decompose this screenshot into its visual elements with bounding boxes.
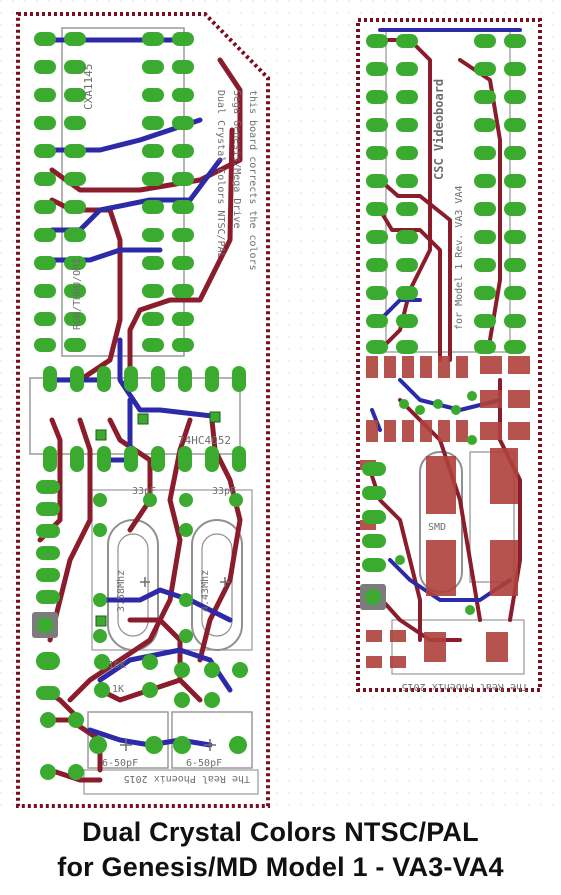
ic-mid-label: 74HC4052	[178, 434, 231, 447]
right-vias	[395, 391, 477, 615]
right-header-pads	[360, 462, 386, 610]
silk-text-2: Sega Genesis/Mega Drive	[231, 90, 242, 228]
right-ic-pads	[366, 34, 526, 354]
right-subtitle: for Model 1 Rev. VA3 VA4	[454, 186, 465, 331]
left-mux-pads	[43, 366, 246, 472]
right-board: CSC Videoboard for Model 1 Rev. VA3 VA4 …	[356, 18, 542, 692]
cap-1-label: 33pF	[132, 486, 156, 497]
crystal-2-label: 4.43Mhz	[200, 570, 211, 612]
smd-label: SMD	[428, 522, 446, 533]
trim-1-label: 6-50pF	[102, 758, 138, 769]
left-ic-pads	[34, 32, 194, 352]
res-2-label: 1K	[112, 684, 124, 695]
right-title: CSC Videoboard	[432, 79, 446, 180]
pcb-layout-diagram: CXA1145 RGB/THRU/ORI Dual Crystal Colors…	[0, 0, 561, 815]
cap-2-label: 33pF	[212, 486, 236, 497]
silk-text-1: Dual Crystal Colors NTSC/PAL	[215, 90, 226, 259]
rgb-label: RGB/THRU/ORI	[72, 258, 83, 330]
left-board: CXA1145 RGB/THRU/ORI Dual Crystal Colors…	[16, 12, 270, 808]
left-credit: The Real Phoenix 2015	[124, 773, 250, 784]
caption-line-2: for Genesis/MD Model 1 - VA3-VA4	[57, 852, 504, 882]
crystal-2	[191, 519, 243, 651]
left-header-pads	[32, 480, 60, 700]
left-component-pads	[40, 493, 248, 780]
res-1-label: 10K	[108, 660, 126, 671]
trim-2-label: 6-50pF	[186, 758, 222, 769]
ic-top-label: CXA1145	[82, 64, 95, 110]
left-vias	[95, 411, 221, 627]
silk-text-3: this board corrects the colors	[247, 90, 258, 271]
caption-line-1: Dual Crystal Colors NTSC/PAL	[82, 817, 479, 847]
right-credit: The Real Phoenix 2015	[402, 681, 528, 692]
crystal-1-label: 3.58Mhz	[116, 570, 127, 612]
right-smd-pads	[360, 356, 530, 668]
